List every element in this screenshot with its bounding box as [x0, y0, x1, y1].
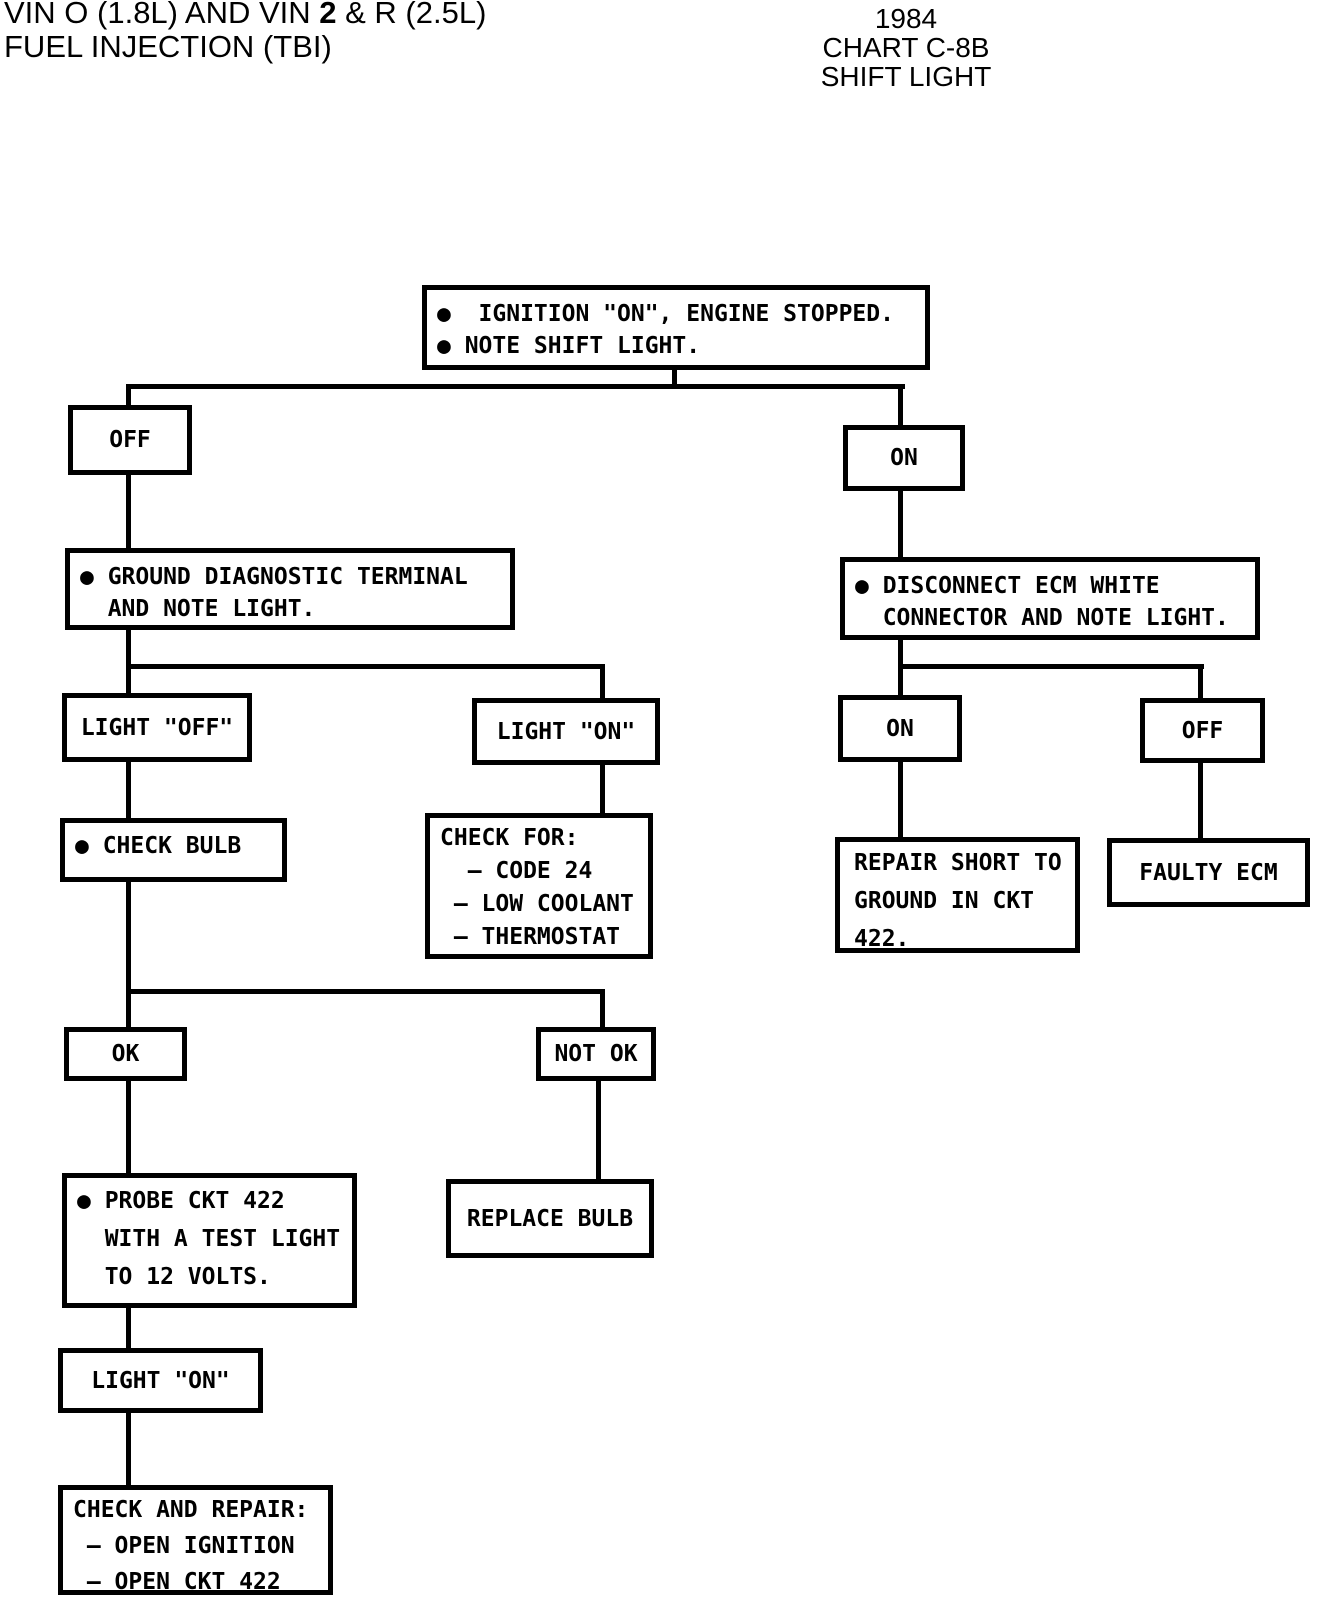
fuel-injection-line: FUEL INJECTION (TBI): [4, 29, 332, 64]
connector-line: [898, 760, 903, 839]
vin-title-line: VIN O (1.8L) AND VIN 2 & R (2.5L): [4, 0, 486, 30]
node-ecm-light-on: ON: [838, 695, 962, 762]
node-probe-ckt-422-test-light: ● PROBE CKT 422 WITH A TEST LIGHT TO 12 …: [62, 1173, 357, 1308]
connector-line: [126, 384, 905, 389]
node-line: REPAIR SHORT TO: [854, 850, 1062, 876]
node-label: ON: [886, 715, 914, 742]
vin-title-suffix: & R (2.5L): [336, 0, 487, 30]
node-ground-diagnostic-terminal: ● GROUND DIAGNOSTIC TERMINAL AND NOTE LI…: [65, 548, 515, 630]
vin-title-prefix: VIN O (1.8L) AND VIN: [4, 0, 320, 30]
node-shift-light-off: OFF: [68, 405, 192, 475]
node-label: LIGHT "ON": [91, 1367, 230, 1394]
connector-line: [126, 1411, 131, 1487]
node-line: – OPEN CKT 422: [73, 1569, 281, 1595]
connector-line: [126, 760, 131, 820]
connector-line: [1198, 664, 1203, 700]
node-label: FAULTY ECM: [1139, 859, 1278, 886]
connector-line: [126, 989, 605, 994]
node-line: ● PROBE CKT 422: [77, 1188, 285, 1214]
connector-line: [898, 489, 903, 559]
node-ecm-light-off: OFF: [1140, 698, 1265, 763]
node-line: GROUND IN CKT: [854, 888, 1035, 914]
node-light-on: LIGHT "ON": [472, 698, 660, 765]
node-disconnect-ecm-white-connector: ● DISCONNECT ECM WHITE CONNECTOR AND NOT…: [840, 557, 1260, 640]
node-label: OK: [111, 1041, 140, 1067]
node-replace-bulb: REPLACE BULB: [446, 1179, 654, 1258]
node-ignition-on-engine-stopped: ● IGNITION "ON", ENGINE STOPPED. ● NOTE …: [422, 285, 930, 370]
node-line: AND NOTE LIGHT.: [80, 596, 316, 622]
connector-line: [672, 368, 677, 389]
node-light-off: LIGHT "OFF": [62, 693, 252, 762]
node-line: – CODE 24: [440, 858, 593, 884]
node-line: ● NOTE SHIFT LIGHT.: [437, 333, 701, 359]
node-line: ● CHECK BULB: [75, 833, 242, 859]
connector-line: [600, 664, 605, 700]
connector-line: [126, 664, 605, 669]
node-line: CHECK AND REPAIR:: [73, 1497, 309, 1523]
node-check-for-code24-coolant-thermostat: CHECK FOR: – CODE 24 – LOW COOLANT – THE…: [425, 813, 653, 959]
node-line: CHECK FOR:: [440, 825, 579, 851]
connector-line: [126, 628, 131, 695]
connector-line: [898, 664, 1204, 669]
node-label: NOT OK: [554, 1041, 638, 1067]
vin-title-bold: 2: [319, 0, 337, 30]
connector-line: [600, 989, 605, 1029]
connector-line: [600, 763, 605, 815]
node-line: 422.: [854, 926, 910, 952]
node-line: – OPEN IGNITION: [73, 1533, 295, 1559]
node-label: REPLACE BULB: [466, 1205, 634, 1232]
page-title-right: 1984 CHART C-8B SHIFT LIGHT: [796, 4, 1016, 91]
node-bulb-not-ok: NOT OK: [536, 1027, 656, 1081]
connector-line: [126, 880, 131, 1029]
node-label: LIGHT "OFF": [80, 714, 234, 741]
chart-name-label: SHIFT LIGHT: [820, 61, 992, 92]
connector-line: [126, 1079, 131, 1175]
connector-line: [898, 384, 903, 427]
node-line: ● DISCONNECT ECM WHITE: [855, 573, 1160, 599]
node-test-light-on: LIGHT "ON": [58, 1348, 263, 1413]
connector-line: [126, 473, 131, 550]
chart-code-label: CHART C-8B: [822, 32, 990, 63]
node-shift-light-on: ON: [843, 425, 965, 491]
node-line: TO 12 VOLTS.: [77, 1264, 271, 1290]
node-check-and-repair-open-circuits: CHECK AND REPAIR: – OPEN IGNITION – OPEN…: [58, 1485, 333, 1595]
page-title-left: VIN O (1.8L) AND VIN 2 & R (2.5L) FUEL I…: [4, 0, 486, 64]
node-faulty-ecm: FAULTY ECM: [1107, 838, 1310, 907]
connector-line: [126, 384, 131, 407]
year-label: 1984: [874, 3, 938, 34]
node-label: LIGHT "ON": [496, 718, 636, 745]
node-line: ● IGNITION "ON", ENGINE STOPPED.: [437, 301, 894, 327]
connector-line: [596, 1079, 601, 1181]
connector-line: [1198, 761, 1203, 840]
node-line: ● GROUND DIAGNOSTIC TERMINAL: [80, 564, 468, 590]
connector-line: [126, 1306, 131, 1350]
node-repair-short-to-ground-ckt-422: REPAIR SHORT TO GROUND IN CKT 422.: [835, 837, 1080, 953]
node-check-bulb: ● CHECK BULB: [60, 818, 287, 882]
node-label: OFF: [1181, 717, 1224, 744]
node-line: WITH A TEST LIGHT: [77, 1226, 341, 1252]
node-line: CONNECTOR AND NOTE LIGHT.: [855, 605, 1229, 631]
node-label: OFF: [109, 427, 151, 453]
node-label: ON: [890, 445, 918, 471]
node-bulb-ok: OK: [64, 1027, 187, 1081]
node-line: – LOW COOLANT: [440, 891, 634, 917]
node-line: – THERMOSTAT: [440, 924, 621, 950]
